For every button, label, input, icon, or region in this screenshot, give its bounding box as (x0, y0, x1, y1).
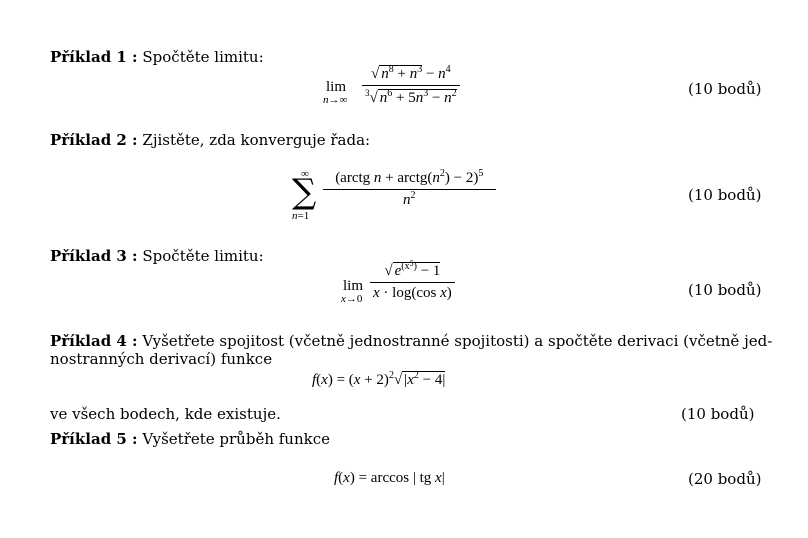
problem-4-text-after: ve všech bodech, kde existuje. (50, 405, 281, 423)
problem-5-text: Vyšetřete průběh funkce (142, 430, 330, 448)
problem-3-text: Spočtěte limitu: (142, 247, 264, 265)
problem-1-points: (10 bodů) (688, 80, 762, 98)
problem-4-formula: f(x) = (x + 2)2√|x2 − 4| (312, 370, 446, 388)
problem-1-fraction: √n8 + n3 − n4 3√n6 + 5n3 − n2 (362, 65, 460, 107)
problem-4-header: Příklad 4 : Vyšetřete spojitost (včetně … (50, 332, 772, 350)
problem-3-header: Příklad 3 : Spočtěte limitu: (50, 247, 264, 265)
problem-1-header: Příklad 1 : Spočtěte limitu: (50, 48, 264, 66)
problem-5-header: Příklad 5 : Vyšetřete průběh funkce (50, 430, 330, 448)
problem-1-lim: lim (326, 79, 347, 95)
problem-4-label: Příklad 4 : (50, 332, 138, 350)
problem-3-label: Příklad 3 : (50, 247, 138, 265)
problem-3-points: (10 bodů) (688, 281, 762, 299)
problem-2-sum-bottom: n=1 (292, 210, 310, 222)
problem-4-text-line1: Vyšetřete spojitost (včetně jednostranné… (142, 332, 773, 350)
problem-2-points: (10 bodů) (688, 186, 762, 204)
problem-3-fraction: √e(x5) − 1 x · log(cos x) (370, 260, 455, 302)
problem-1-text: Spočtěte limitu: (142, 48, 264, 66)
problem-4-text-line2: nostranných derivací) funkce (50, 350, 273, 368)
problem-5-label: Příklad 5 : (50, 430, 138, 448)
problem-3-lim: lim (343, 278, 364, 294)
problem-1-label: Příklad 1 : (50, 48, 138, 66)
problem-2-sum: ∑ (292, 172, 317, 212)
problem-3-lim-sub: x→0 (341, 293, 363, 305)
problem-4-points: (10 bodů) (681, 405, 755, 423)
problem-2-label: Příklad 2 : (50, 131, 138, 149)
problem-5-points: (20 bodů) (688, 470, 762, 488)
problem-2-fraction: (arctg n + arctg(n2) − 2)5 n2 (323, 169, 496, 209)
problem-2-sum-top: ∞ (301, 168, 309, 180)
problem-1-lim-sub: n→∞ (323, 94, 348, 106)
problem-2-text: Zjistěte, zda konverguje řada: (142, 131, 371, 149)
problem-5-formula: f(x) = arccos | tg x| (334, 470, 445, 486)
problem-2-header: Příklad 2 : Zjistěte, zda konverguje řad… (50, 131, 370, 149)
